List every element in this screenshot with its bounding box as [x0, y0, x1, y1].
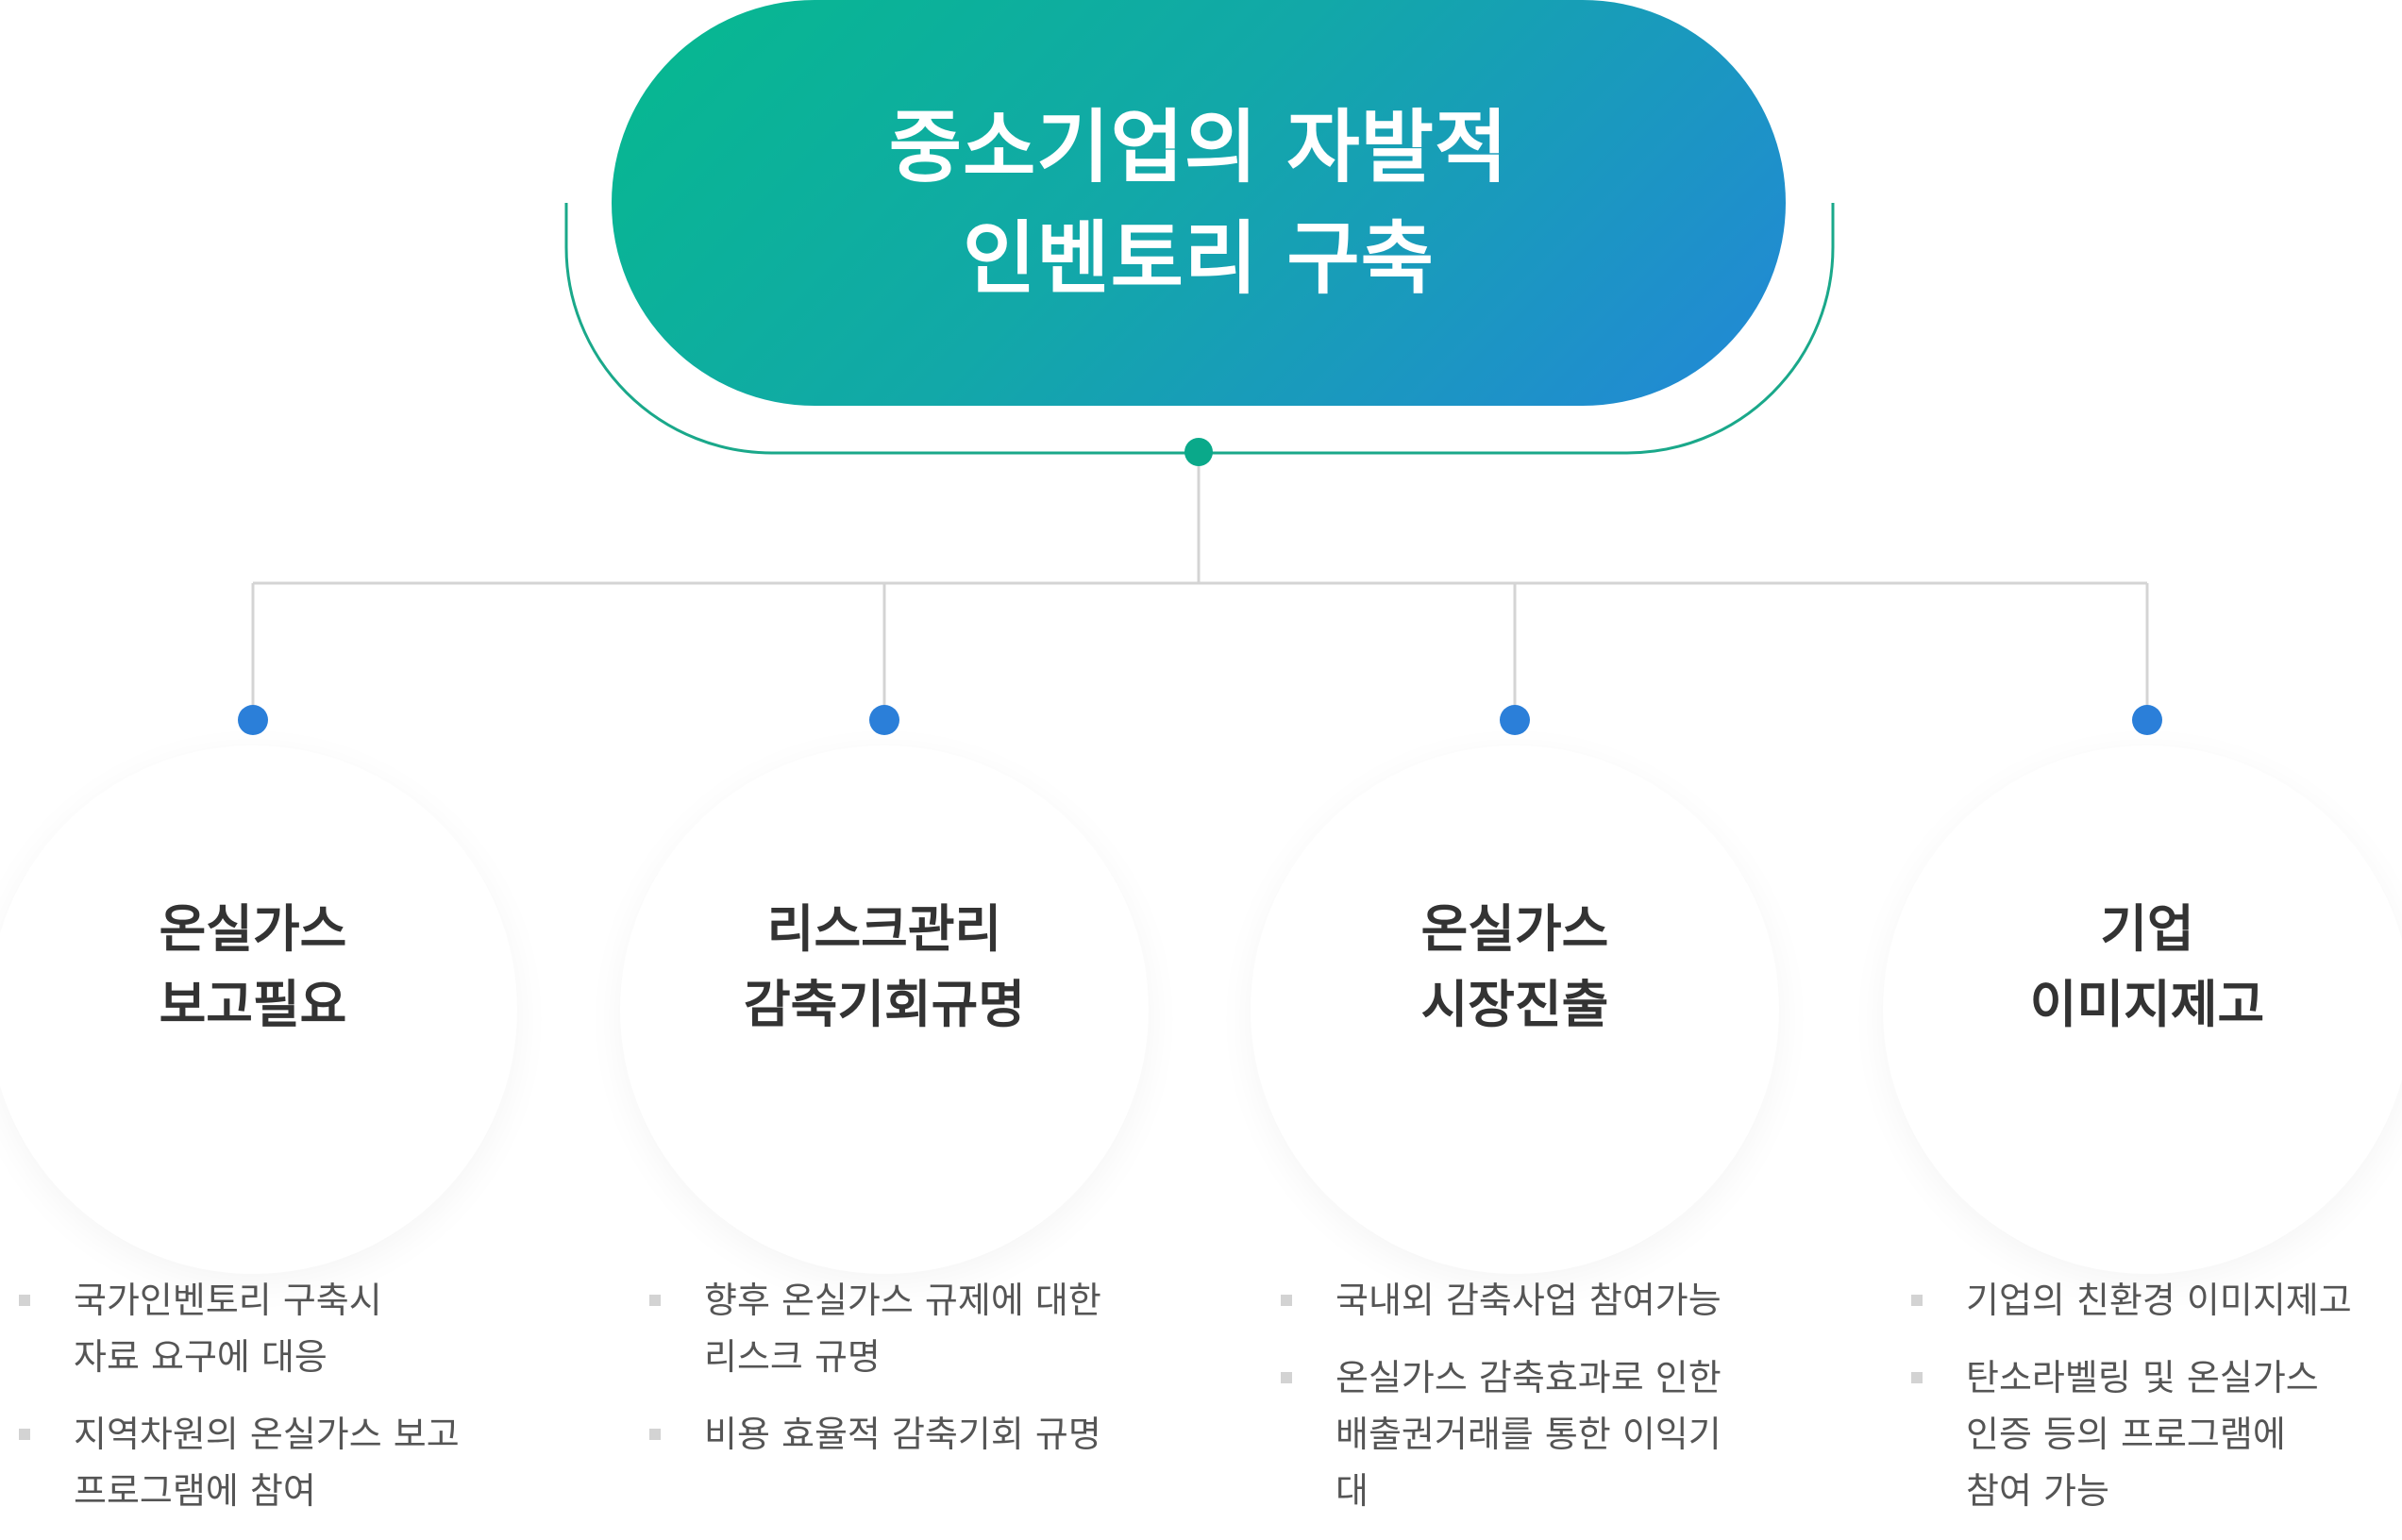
- branch-dot-1: [238, 705, 268, 735]
- bullet-text: 국내외 감축사업 참여가능: [1335, 1272, 1753, 1329]
- benefit-title-4: 기업 이미지제고: [2030, 892, 2264, 1043]
- bullet-square-icon: [1911, 1295, 1923, 1306]
- bullet-square-icon: [19, 1295, 30, 1306]
- benefit-title-line: 시장진출: [1420, 975, 1609, 1034]
- bullet-square-icon: [649, 1429, 661, 1440]
- bullet-square-icon: [1281, 1372, 1292, 1383]
- benefit-title-line: 기업: [2100, 899, 2194, 959]
- bullet-square-icon: [19, 1429, 30, 1440]
- bullet-text: 향후 온실가스 규제에 대한 리스크 규명: [704, 1272, 1121, 1385]
- bullet-text-line: 인증 등의 프로그램에: [1966, 1414, 2286, 1455]
- bullet-text-line: 국가인벤토리 구축시: [74, 1280, 382, 1321]
- bullet-text-line: 향후 온실가스 규제에 대한: [704, 1280, 1101, 1321]
- branch-dot-4: [2132, 705, 2162, 735]
- bullet-text-line: 온실가스 감축효과로 인한: [1335, 1357, 1722, 1398]
- benefit-circle-4: 기업 이미지제고: [1883, 745, 2402, 1274]
- benefit-circle-1: 온실가스 보고필요: [0, 745, 517, 1274]
- list-item: 비용 효율적 감축기회 규명: [649, 1406, 1121, 1463]
- bullet-text-line: 프로그램에 참여: [74, 1470, 316, 1512]
- bullet-text-line: 배출권거래를 통한 이익기대: [1335, 1414, 1722, 1512]
- benefit-list-2: 향후 온실가스 규제에 대한 리스크 규명 비용 효율적 감축기회 규명: [649, 1272, 1121, 1483]
- benefit-title-line: 온실가스: [159, 899, 347, 959]
- bullet-square-icon: [1281, 1295, 1292, 1306]
- bullet-text-line: 리스크 규명: [704, 1336, 881, 1378]
- bullet-text-line: 탄소라벨링 및 온실가스: [1966, 1357, 2319, 1398]
- list-item: 지역차원의 온실가스 보고 프로그램에 참여: [19, 1406, 491, 1519]
- benefit-title-2: 리스크관리 감축기회규명: [744, 892, 1025, 1043]
- bullet-text: 비용 효율적 감축기회 규명: [704, 1406, 1121, 1463]
- benefit-title-1: 온실가스 보고필요: [160, 892, 347, 1043]
- bullet-text-line: 참여 가능: [1966, 1470, 2109, 1512]
- benefit-title-line: 감축기회규명: [743, 975, 1026, 1034]
- hub-dot: [1184, 438, 1213, 466]
- central-goal-title-line: 중소기업의 자발적: [888, 101, 1509, 193]
- list-item: 국내외 감축사업 참여가능: [1281, 1272, 1753, 1329]
- bullet-square-icon: [649, 1295, 661, 1306]
- benefit-title-line: 리스크관리: [766, 899, 1002, 959]
- benefit-title-3: 온실가스 시장진출: [1421, 892, 1609, 1043]
- list-item: 향후 온실가스 규제에 대한 리스크 규명: [649, 1272, 1121, 1385]
- central-goal-pill: 중소기업의 자발적 인벤토리 구축: [612, 0, 1786, 406]
- bullet-text-line: 자료 요구에 대응: [74, 1336, 328, 1378]
- bullet-text-line: 지역차원의 온실가스 보고: [74, 1414, 460, 1455]
- list-item: 국가인벤토리 구축시 자료 요구에 대응: [19, 1272, 491, 1385]
- bullet-text-line: 국내외 감축사업 참여가능: [1335, 1280, 1722, 1321]
- bullet-text: 지역차원의 온실가스 보고 프로그램에 참여: [74, 1406, 491, 1519]
- bullet-text-line: 비용 효율적 감축기회 규명: [704, 1414, 1101, 1455]
- branch-dot-3: [1500, 705, 1530, 735]
- bullet-text: 온실가스 감축효과로 인한 배출권거래를 통한 이익기대: [1335, 1349, 1753, 1519]
- benefit-title-line: 보고필요: [159, 975, 347, 1034]
- list-item: 탄소라벨링 및 온실가스 인증 등의 프로그램에 참여 가능: [1911, 1349, 2383, 1519]
- central-goal-title: 중소기업의 자발적 인벤토리 구축: [889, 92, 1509, 314]
- benefit-list-3: 국내외 감축사업 참여가능 온실가스 감축효과로 인한 배출권거래를 통한 이익…: [1281, 1272, 1753, 1540]
- bullet-square-icon: [1911, 1372, 1923, 1383]
- central-goal-title-line: 인벤토리 구축: [963, 212, 1435, 305]
- branch-dot-2: [869, 705, 899, 735]
- bullet-text: 국가인벤토리 구축시 자료 요구에 대응: [74, 1272, 491, 1385]
- benefit-title-line: 이미지제고: [2029, 975, 2265, 1034]
- benefit-list-1: 국가인벤토리 구축시 자료 요구에 대응 지역차원의 온실가스 보고 프로그램에…: [19, 1272, 491, 1540]
- list-item: 온실가스 감축효과로 인한 배출권거래를 통한 이익기대: [1281, 1349, 1753, 1519]
- bullet-text: 기업의 친환경 이미지제고: [1966, 1272, 2383, 1329]
- benefit-list-4: 기업의 친환경 이미지제고 탄소라벨링 및 온실가스 인증 등의 프로그램에 참…: [1911, 1272, 2383, 1540]
- benefit-circle-3: 온실가스 시장진출: [1251, 745, 1779, 1274]
- bullet-text-line: 기업의 친환경 이미지제고: [1966, 1280, 2352, 1321]
- list-item: 기업의 친환경 이미지제고: [1911, 1272, 2383, 1329]
- bullet-text: 탄소라벨링 및 온실가스 인증 등의 프로그램에 참여 가능: [1966, 1349, 2383, 1519]
- benefit-title-line: 온실가스: [1420, 899, 1609, 959]
- benefit-circle-2: 리스크관리 감축기회규명: [620, 745, 1149, 1274]
